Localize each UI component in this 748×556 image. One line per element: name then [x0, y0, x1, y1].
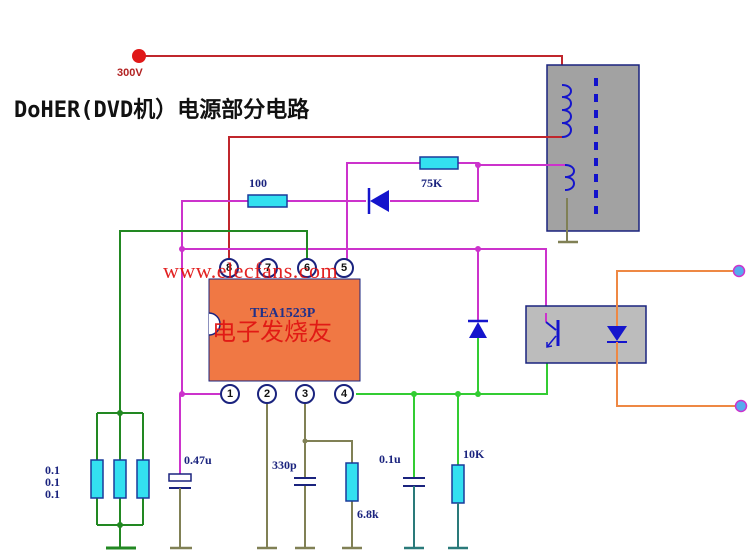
label-r-6k8: 6.8k — [357, 507, 379, 521]
sense-resistors — [90, 459, 150, 499]
wire-red-pin8 — [228, 136, 562, 262]
ic-pin-6: 6 — [297, 258, 317, 278]
diagram-title: DoHER(DVD机）电源部分电路 — [14, 98, 310, 123]
label-c-01u: 0.1u — [379, 452, 401, 466]
voltage-label-300v: 300V — [117, 67, 143, 79]
ic-pin-2: 2 — [257, 384, 277, 404]
ic-pin-8: 8 — [219, 258, 239, 278]
label-c-330p: 330p — [272, 458, 297, 472]
diode-feedback — [367, 188, 389, 214]
ic-tea1523p — [208, 278, 361, 382]
ic-pin-7: 7 — [258, 258, 278, 278]
capacitor-01u — [403, 477, 425, 550]
capacitor-330p — [294, 477, 316, 486]
resistor-100 — [247, 194, 288, 208]
label-r-10k: 10K — [463, 447, 485, 461]
label-r-sense-2: 0.1 — [45, 475, 60, 489]
ic-part-number: TEA1523P — [250, 306, 316, 321]
ic-pin-1: 1 — [220, 384, 240, 404]
label-c-047u: 0.47u — [184, 453, 212, 467]
transformer — [546, 64, 640, 244]
ic-pin-3: 3 — [295, 384, 315, 404]
label-r-75k: 75K — [421, 176, 443, 190]
source-300v — [132, 49, 563, 85]
output-terminal-bottom — [734, 399, 748, 413]
resistor-10k — [448, 464, 468, 550]
wires-orange — [616, 270, 738, 407]
optocoupler — [525, 305, 647, 364]
label-r-sense-3: 0.1 — [45, 487, 60, 501]
output-terminal-top — [732, 264, 746, 278]
label-r-100: 100 — [249, 176, 267, 190]
watermark-url: www.elecfans.com — [163, 258, 339, 283]
wire-pin2-ground — [257, 403, 277, 550]
resistor-6k8 — [345, 462, 359, 502]
diode-vertical — [468, 319, 488, 338]
capacitor-047u — [168, 394, 192, 550]
ic-pin-5: 5 — [334, 258, 354, 278]
resistor-75k — [419, 156, 459, 170]
ic-pin-4: 4 — [334, 384, 354, 404]
watermark-cn: 电子发烧友 — [212, 318, 332, 346]
label-r-sense-1: 0.1 — [45, 463, 60, 477]
